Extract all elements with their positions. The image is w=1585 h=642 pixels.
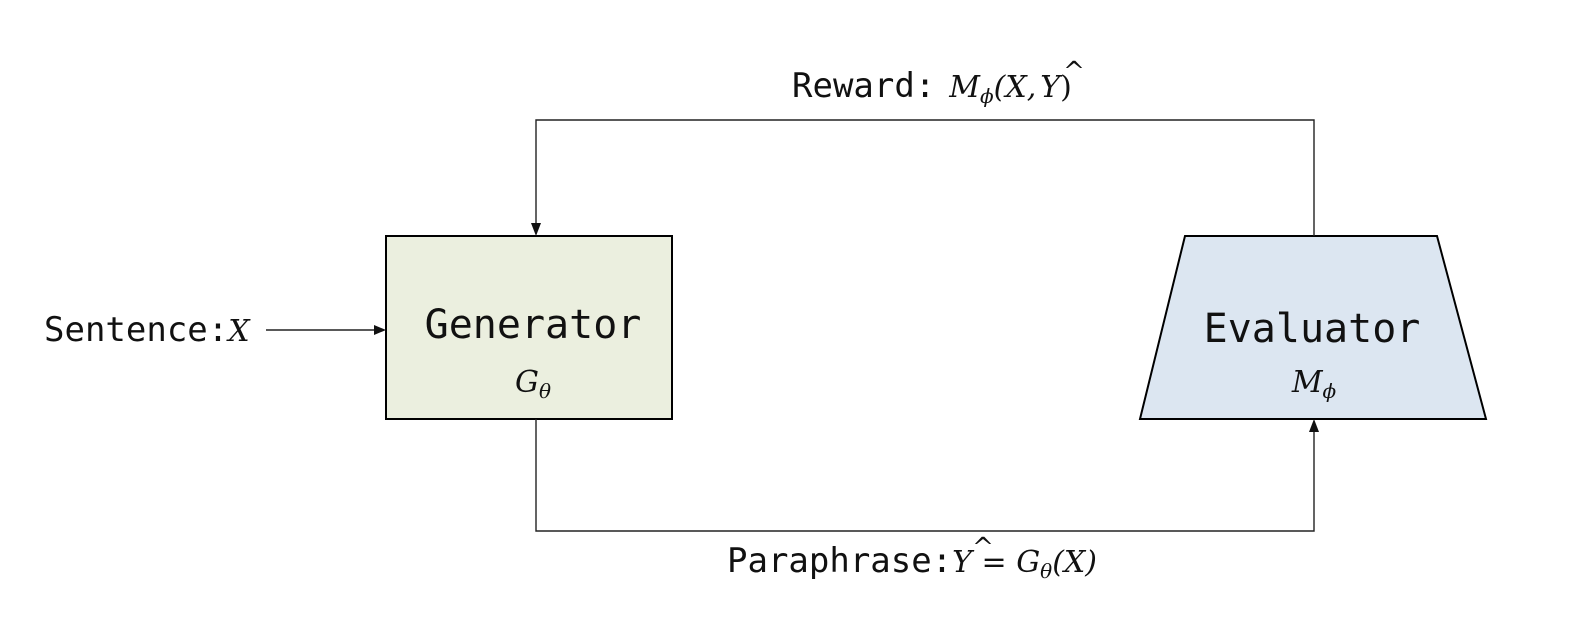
generator-box [385, 235, 673, 420]
paraphrase-label: Paraphrase:Y = Gθ(X) [727, 541, 1097, 583]
paraphrase-arrowhead [1309, 419, 1319, 432]
reward-hat-accent: ^ [1063, 57, 1085, 87]
paraphrase-line [535, 419, 1315, 532]
evaluator-symbol: Mϕ [1291, 365, 1337, 403]
evaluator-box [1138, 235, 1488, 420]
paraphrase-hat-accent: ^ [972, 533, 994, 563]
evaluator-title: Evaluator [1204, 306, 1421, 352]
reward-label: Reward:Mϕ(X,Y) [792, 66, 1072, 108]
reward-feedback-line [535, 119, 1315, 236]
generator-title: Generator [425, 302, 642, 348]
reward-arrowhead [531, 223, 541, 236]
input-arrowhead [374, 325, 386, 335]
generator-symbol: Gθ [515, 365, 551, 403]
input-label: Sentence:X [44, 310, 251, 350]
